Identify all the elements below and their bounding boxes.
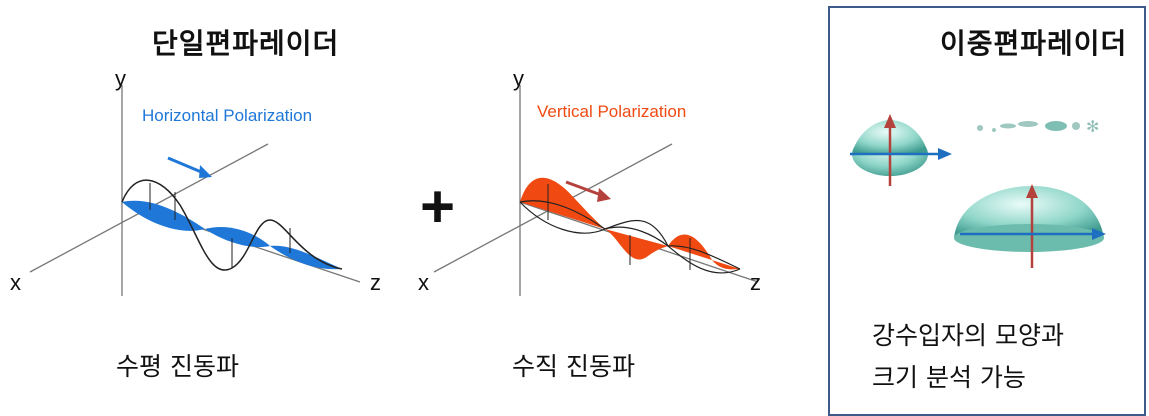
single-pol-title: 단일편파레이더 [152, 27, 340, 60]
horizontal-caption: 수평 진동파 [116, 352, 239, 381]
vertical-wave-diagram [433, 85, 759, 296]
raindrop-illustration: ✻ [850, 114, 1106, 268]
small-particles-icon: ✻ [977, 117, 1099, 136]
horizontal-wave-diagram [29, 85, 361, 296]
svg-text:✻: ✻ [1086, 117, 1099, 136]
dual-pol-title: 이중편파레이더 [940, 27, 1128, 60]
v-axis-x: x [418, 270, 429, 295]
h-axis-z: z [370, 270, 381, 295]
vertical-caption: 수직 진동파 [512, 352, 635, 381]
v-axis-y: y [513, 66, 524, 91]
h-axis-y: y [115, 66, 126, 91]
dual-description-line1: 강수입자의 모양과 [872, 321, 1064, 350]
dual-description-line2: 크기 분석 가능 [872, 363, 1026, 392]
large-raindrop-icon [954, 184, 1106, 268]
vertical-polarization-label: Vertical Polarization [537, 102, 687, 121]
small-raindrop-icon [850, 114, 952, 186]
v-axis-z: z [750, 270, 761, 295]
horizontal-polarization-label: Horizontal Polarization [142, 106, 313, 125]
plus-sign: + [420, 173, 456, 240]
h-axis-x: x [10, 270, 21, 295]
